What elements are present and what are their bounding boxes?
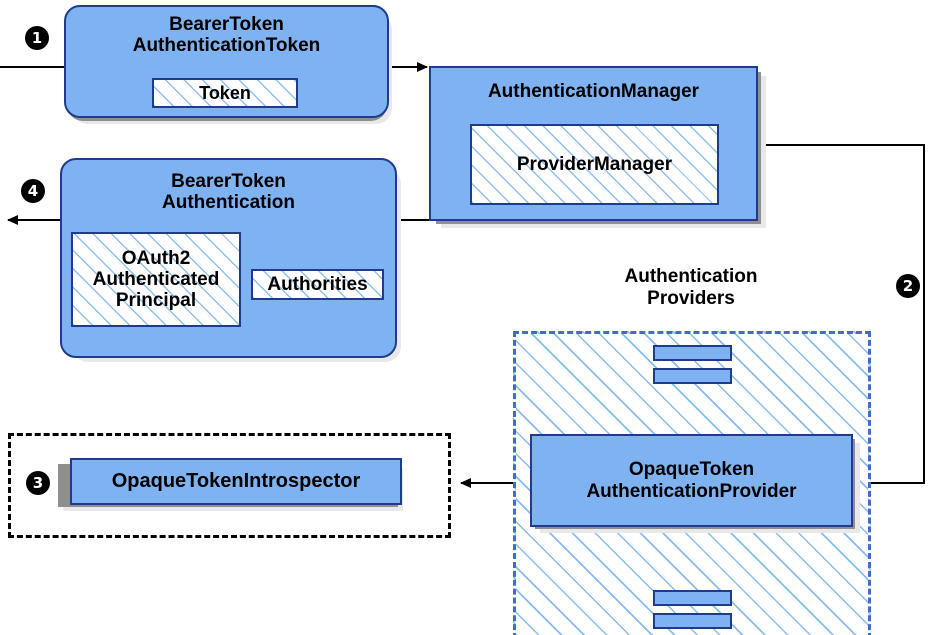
opaque-token-introspector-title: OpaqueTokenIntrospector (111, 470, 361, 493)
node-opaque-token-introspector[interactable]: OpaqueTokenIntrospector (70, 458, 402, 505)
bearer-token-authentication-token-title: BearerToken AuthenticationToken (132, 14, 321, 57)
step-marker-3: 3 (26, 471, 50, 495)
bearer-token-authentication-title: BearerToken Authentication (162, 171, 295, 214)
node-bearer-token-authentication-token[interactable]: BearerToken AuthenticationToken (64, 5, 389, 118)
step-marker-1: 1 (25, 26, 49, 50)
node-opaque-token-authentication-provider[interactable]: OpaqueToken AuthenticationProvider (530, 434, 853, 527)
provider-stub-top-bar-2 (653, 368, 732, 384)
node-provider-manager[interactable]: ProviderManager (470, 124, 719, 205)
node-oauth2-authenticated-principal[interactable]: OAuth2 Authenticated Principal (71, 232, 241, 327)
container-opaque-token-introspector (8, 433, 451, 538)
step-marker-2: 2 (896, 274, 920, 298)
provider-stub-bottom-bar-1 (653, 590, 732, 606)
step-marker-4: 4 (21, 179, 45, 203)
provider-stub-top-bar-1 (653, 345, 732, 361)
opaque-token-authentication-provider-title: OpaqueToken AuthenticationProvider (586, 459, 797, 502)
authentication-providers-label: Authentication Providers (624, 266, 758, 309)
authentication-manager-title: AuthenticationManager (487, 81, 700, 102)
provider-stub-bottom-bar-2 (653, 613, 732, 629)
node-token[interactable]: Token (152, 78, 298, 108)
node-authorities[interactable]: Authorities (251, 269, 384, 300)
